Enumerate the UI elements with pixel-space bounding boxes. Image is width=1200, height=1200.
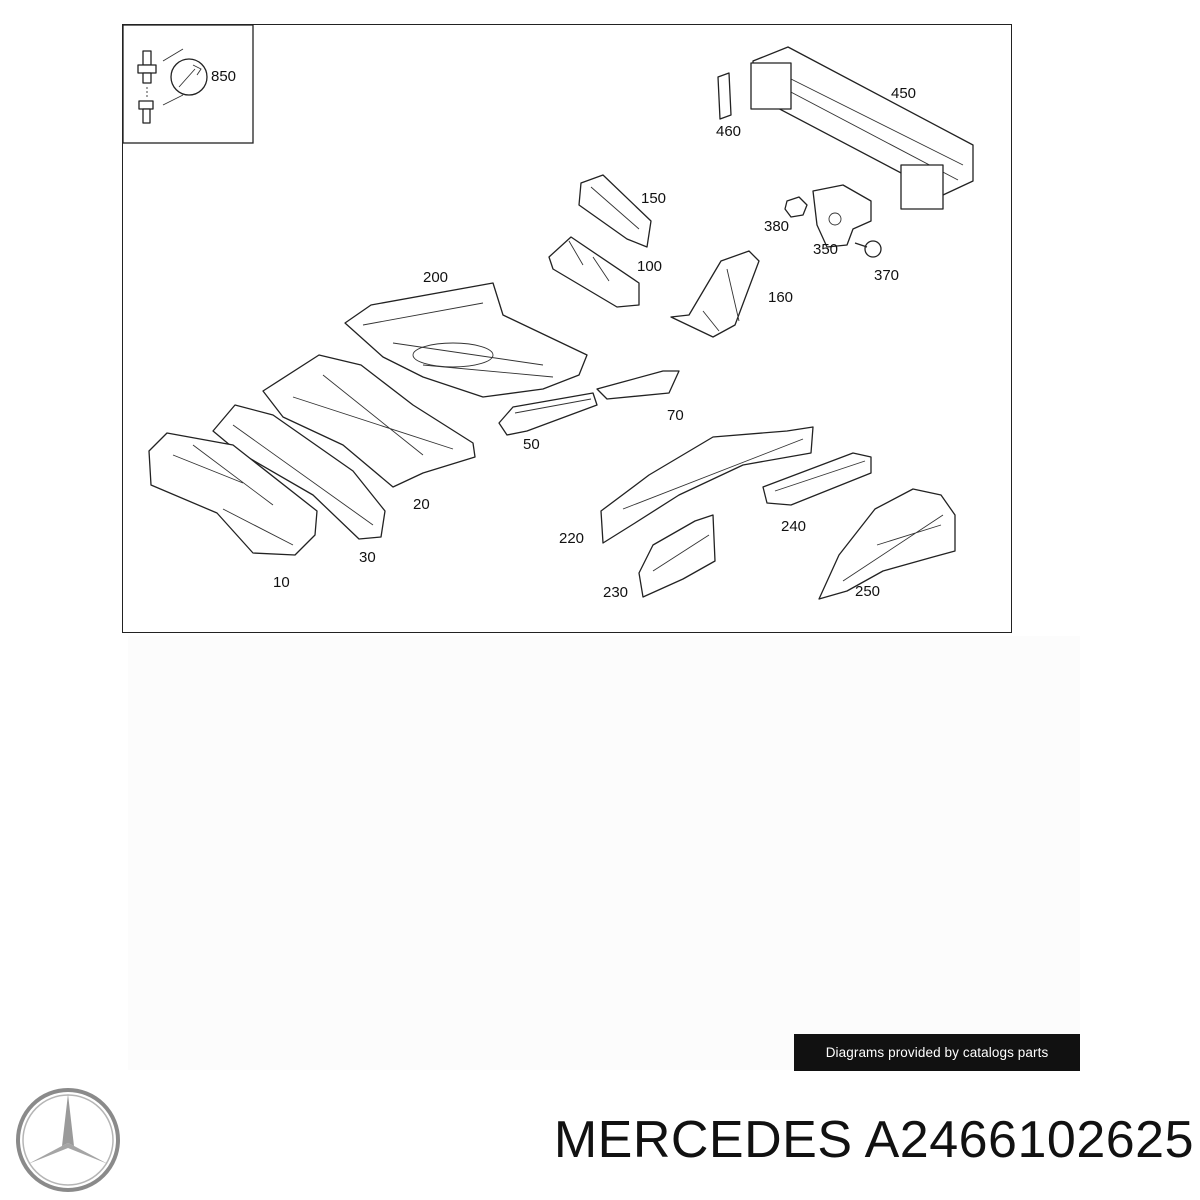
callout-850: 850: [211, 68, 236, 85]
callout-380: 380: [764, 218, 789, 235]
callout-240: 240: [781, 518, 806, 535]
brand-name: MERCEDES: [553, 1111, 853, 1169]
bumper-beam-part: [750, 46, 974, 210]
gasket-part: [717, 72, 732, 120]
wrench-icon: [170, 58, 208, 96]
background-panel: [128, 636, 1080, 1070]
rail-part: [548, 236, 640, 308]
callout-250: 250: [855, 583, 880, 600]
callout-50: 50: [523, 436, 540, 453]
diagram-drawing: 850 450 460 150 380 350 370 200 100 160 …: [123, 25, 974, 601]
callout-230: 230: [603, 584, 628, 601]
callout-460: 460: [716, 123, 741, 140]
callout-10: 10: [273, 574, 290, 591]
side-bracket-part: [670, 250, 760, 338]
credit-banner: Diagrams provided by catalogs parts: [794, 1034, 1080, 1071]
callout-150: 150: [641, 190, 666, 207]
center-floor-part: [262, 354, 476, 488]
crossmember-part: [498, 392, 598, 436]
fastener-inset: [123, 25, 254, 144]
credit-text: Diagrams provided by catalogs parts: [825, 1045, 1049, 1060]
callout-100: 100: [637, 258, 662, 275]
callout-220: 220: [559, 530, 584, 547]
floor-panel-part: [344, 282, 588, 398]
callout-200: 200: [423, 269, 448, 286]
callout-160: 160: [768, 289, 793, 306]
parts-diagram: 850 450 460 150 380 350 370 200 100 160 …: [122, 24, 1012, 633]
bolt-part: [854, 240, 882, 258]
bracket-part: [578, 174, 652, 248]
callout-370: 370: [874, 267, 899, 284]
callout-20: 20: [413, 496, 430, 513]
wheelhouse-part: [818, 488, 956, 600]
part-number: A2466102625: [864, 1111, 1194, 1169]
mount-part: [812, 184, 872, 248]
lower-rail-part: [762, 452, 872, 506]
callout-70: 70: [667, 407, 684, 424]
callout-450: 450: [891, 85, 916, 102]
callout-350: 350: [813, 241, 838, 258]
mercedes-star-icon: [16, 1088, 120, 1192]
front-crossmember-part: [212, 404, 386, 540]
bolt-icon: [137, 50, 157, 124]
wheelhouse-front-part: [638, 514, 716, 598]
callout-30: 30: [359, 549, 376, 566]
front-floor-part: [148, 432, 318, 556]
part-title: MERCEDES A2466102625: [408, 1104, 1194, 1176]
side-member-part: [600, 426, 814, 544]
reinforcement-part: [596, 370, 680, 400]
nut-part: [784, 196, 808, 218]
